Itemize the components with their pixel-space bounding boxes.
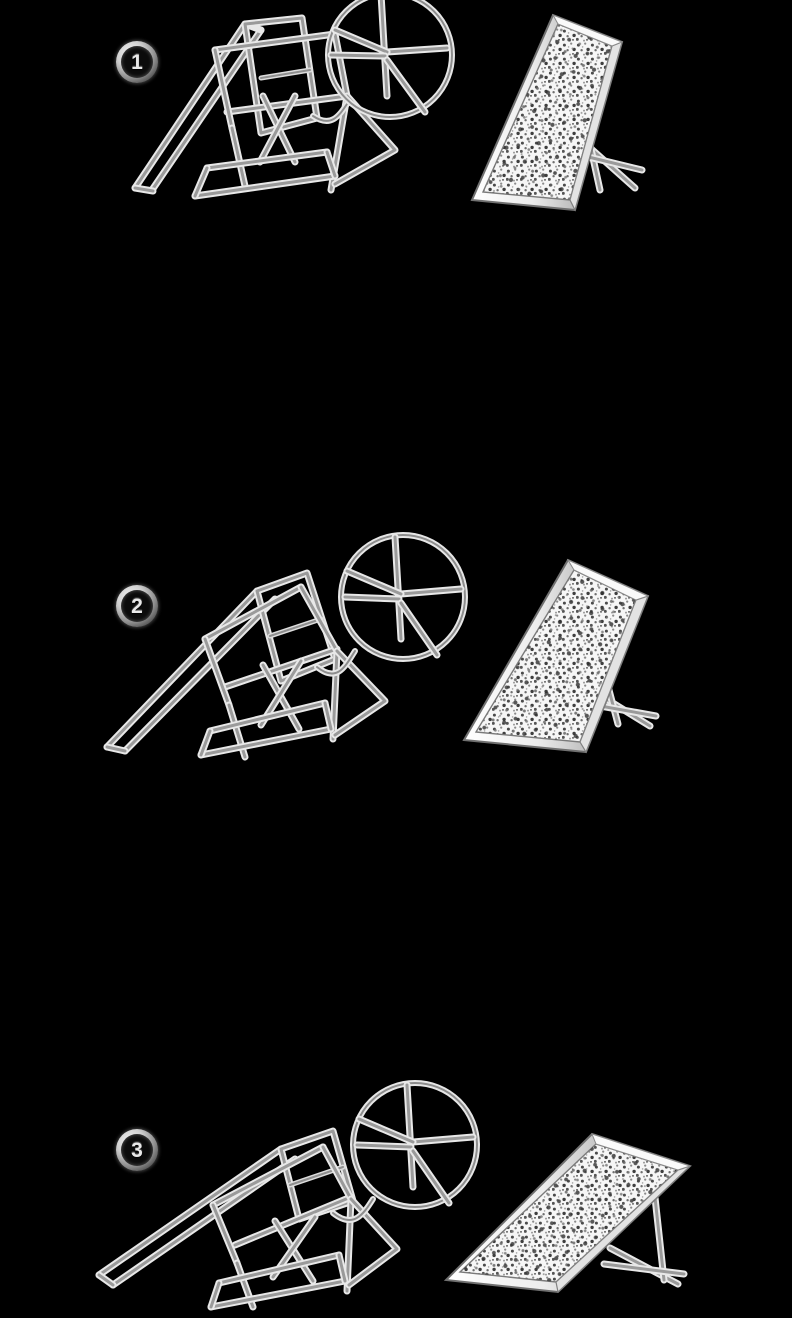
frame-diagram-step-2 bbox=[85, 532, 468, 779]
step-row-1: 1 bbox=[0, 0, 792, 264]
ramp-side-rails bbox=[95, 1145, 299, 1289]
frame-diagram-step-1 bbox=[95, 0, 465, 240]
ramp-deck bbox=[462, 558, 650, 754]
ramp-deck-frame bbox=[277, 1127, 357, 1223]
lower-cross-bars bbox=[197, 699, 335, 759]
ramp-render-step-3 bbox=[440, 1108, 720, 1308]
rear-leg bbox=[331, 647, 389, 739]
ramp-side-rails bbox=[103, 587, 279, 755]
upper-cross-frame bbox=[201, 583, 341, 691]
ramp-render-step-1 bbox=[450, 0, 680, 250]
step-badge-1: 1 bbox=[116, 41, 158, 83]
lower-cross-bars bbox=[207, 1251, 349, 1311]
ramp-deck bbox=[470, 13, 624, 212]
frame-diagram-step-3 bbox=[85, 1080, 480, 1318]
step-badge-2: 2 bbox=[116, 585, 158, 627]
step-badge-label: 2 bbox=[131, 594, 143, 618]
magnifier-detail-circle-2 bbox=[338, 532, 468, 662]
step-badge-label: 1 bbox=[131, 50, 143, 74]
step-badge-label: 3 bbox=[131, 1138, 143, 1162]
rear-leg bbox=[345, 1195, 401, 1289]
step-row-3: 3 bbox=[0, 528, 792, 1311]
magnifier-detail-circle-1 bbox=[325, 0, 455, 120]
lower-cross-bars bbox=[191, 148, 339, 200]
step-row-2: 2 bbox=[0, 264, 792, 761]
ramp-render-step-2 bbox=[450, 544, 690, 779]
magnifier-leader-line bbox=[310, 101, 350, 124]
magnifier-leader-line bbox=[314, 648, 358, 677]
